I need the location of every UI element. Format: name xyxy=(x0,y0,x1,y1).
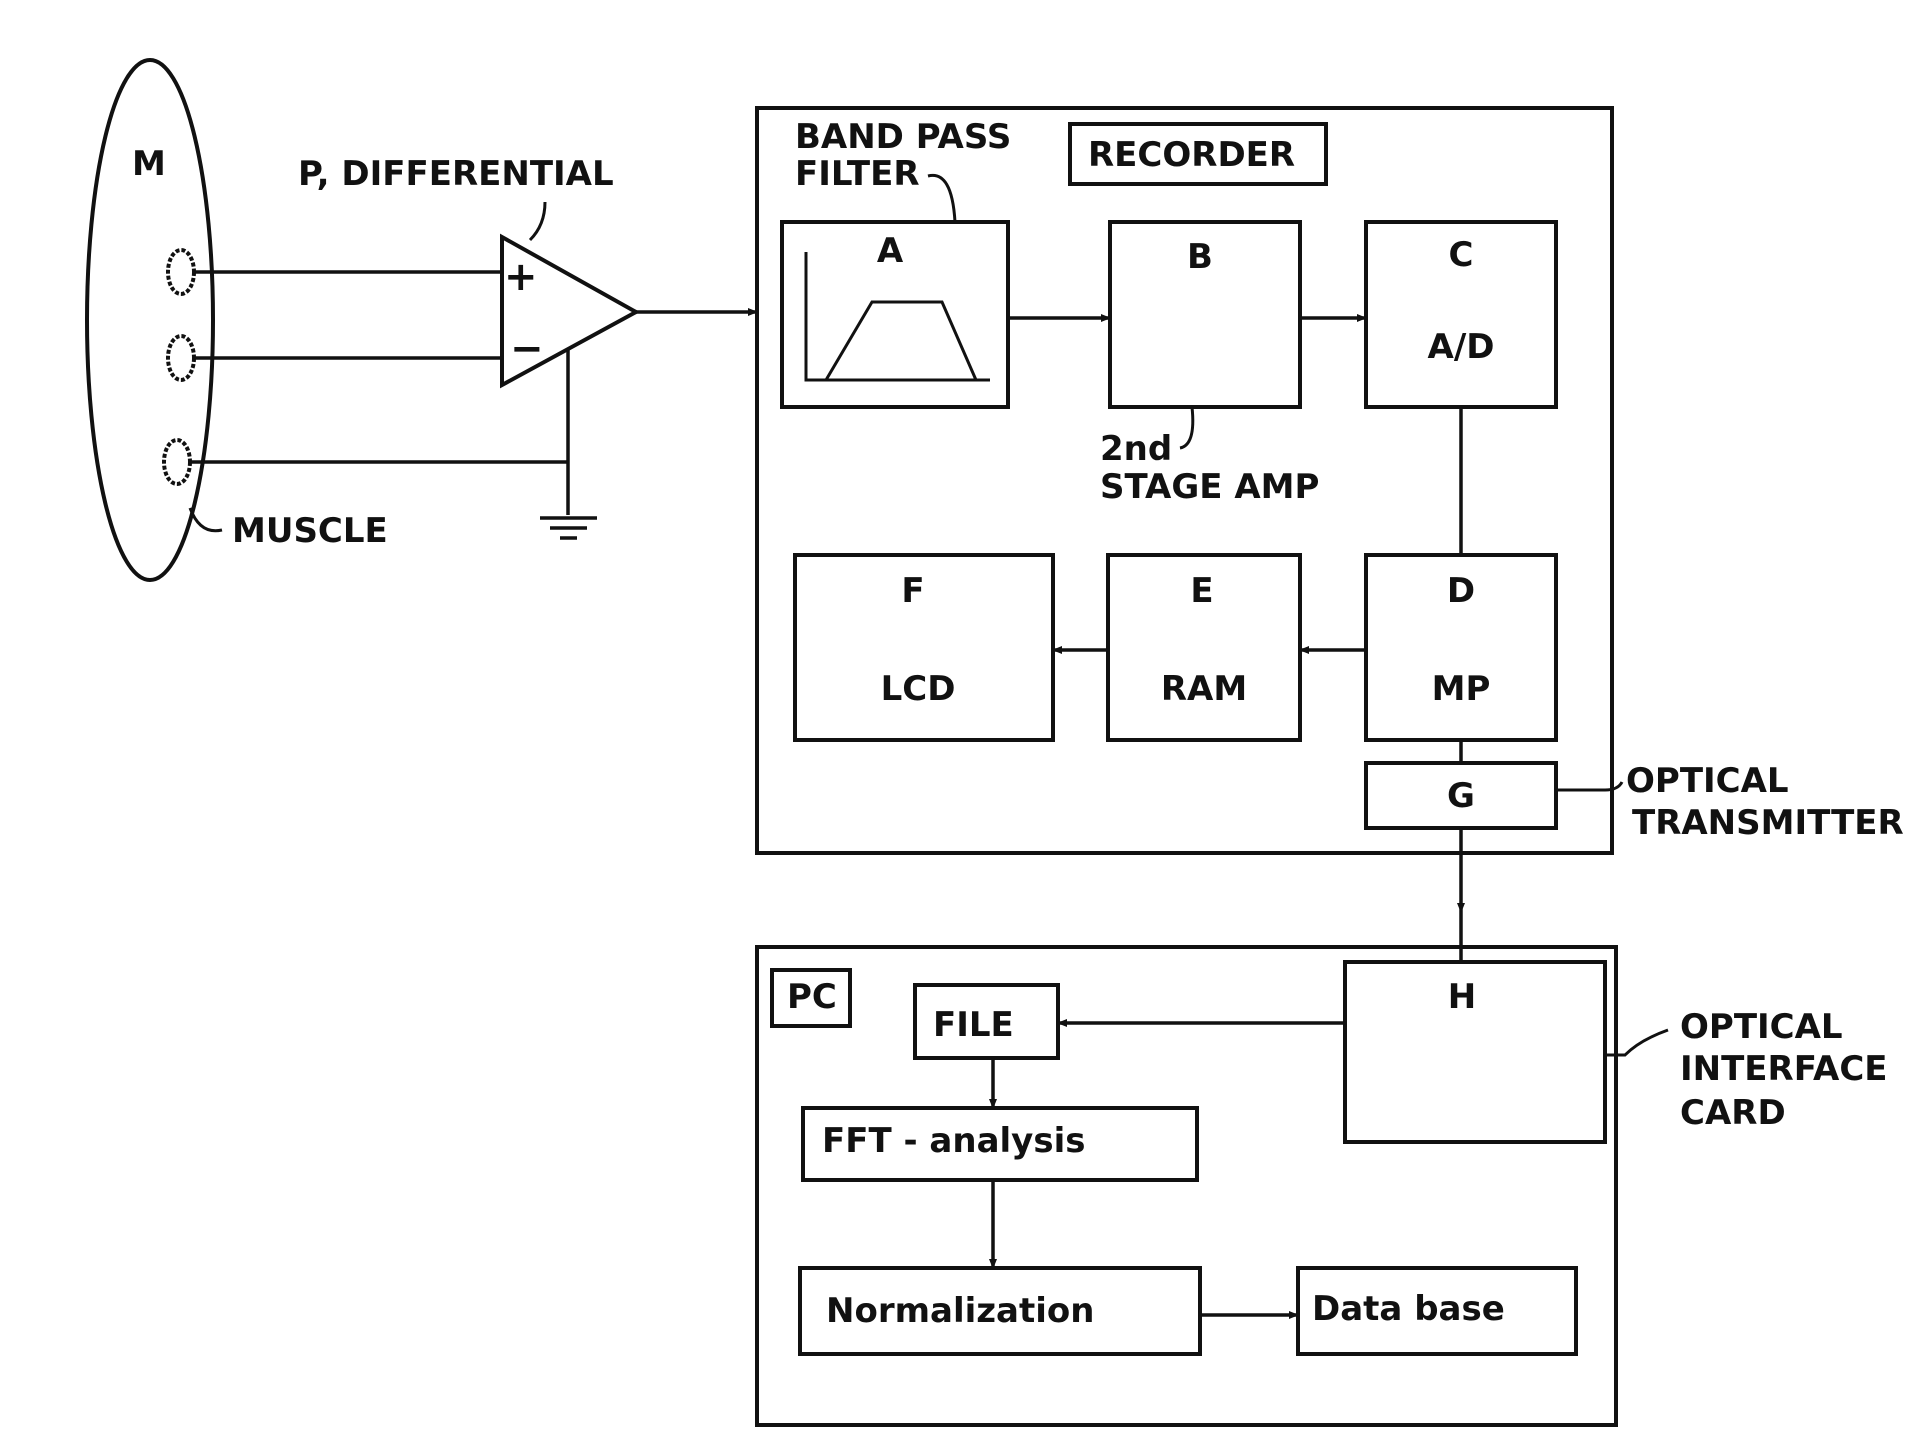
block-d-label: D xyxy=(1447,571,1475,611)
block-a-band-pass-filter: A xyxy=(782,222,1008,407)
amp-plus-sign: + xyxy=(504,254,538,300)
muscle-group: M MUSCLE xyxy=(87,60,388,580)
block-h-label: H xyxy=(1448,977,1476,1017)
block-c-sublabel: A/D xyxy=(1428,327,1495,367)
electrode-2 xyxy=(168,336,194,380)
block-e-sublabel: RAM xyxy=(1161,669,1247,709)
block-g-label: G xyxy=(1447,776,1475,816)
pc-unit: PC H FILE FFT - analysis Normalization xyxy=(757,912,1616,1425)
block-a-label: A xyxy=(877,231,904,271)
optical-if-label-2: INTERFACE xyxy=(1680,1049,1888,1089)
filter-response-icon xyxy=(806,252,990,380)
optical-tx-label-1: OPTICAL xyxy=(1626,761,1789,801)
block-f-lcd: F LCD xyxy=(795,555,1053,740)
block-h-optical-interface: H xyxy=(1345,962,1605,1142)
file-label: FILE xyxy=(933,1005,1014,1045)
stage-amp-leader xyxy=(1180,407,1193,448)
block-c-ad-converter: C A/D xyxy=(1366,222,1556,407)
block-b-label: B xyxy=(1187,237,1213,277)
electrode-1 xyxy=(168,250,194,294)
block-e-label: E xyxy=(1190,571,1213,611)
block-g-optical-transmitter: G xyxy=(1366,763,1556,828)
stage-amp-label-1: 2nd xyxy=(1100,429,1172,469)
stage-amp-label-2: STAGE AMP xyxy=(1100,467,1319,507)
band-pass-label-1: BAND PASS xyxy=(795,117,1011,157)
ground-icon xyxy=(540,518,597,538)
block-d-sublabel: MP xyxy=(1432,669,1491,709)
amp-minus-sign: − xyxy=(510,326,544,372)
optical-tx-label-2: TRANSMITTER xyxy=(1632,803,1904,843)
normalization-label: Normalization xyxy=(826,1291,1094,1331)
fft-analysis-block: FFT - analysis xyxy=(803,1108,1197,1180)
block-f-label: F xyxy=(901,571,924,611)
pc-title: PC xyxy=(787,977,837,1017)
block-b-stage-amp: B xyxy=(1110,222,1300,407)
amplifier-label: P, DIFFERENTIAL xyxy=(298,154,614,194)
database-block: Data base xyxy=(1298,1268,1576,1354)
block-e-ram: E RAM xyxy=(1108,555,1300,740)
muscle-label: MUSCLE xyxy=(232,511,388,551)
block-f-sublabel: LCD xyxy=(881,669,956,709)
optical-if-label-1: OPTICAL xyxy=(1680,1007,1843,1047)
muscle-mark-label: M xyxy=(132,144,166,184)
file-block: FILE xyxy=(915,985,1058,1058)
electrode-3 xyxy=(164,440,190,484)
band-pass-leader xyxy=(928,175,955,222)
fft-label: FFT - analysis xyxy=(822,1121,1085,1161)
optical-if-label-3: CARD xyxy=(1680,1093,1786,1133)
muscle-leader xyxy=(190,508,222,531)
normalization-block: Normalization xyxy=(800,1268,1200,1354)
band-pass-label-2: FILTER xyxy=(795,154,920,194)
block-c-label: C xyxy=(1449,235,1474,275)
block-d-microprocessor: D MP xyxy=(1366,555,1556,740)
recorder-title: RECORDER xyxy=(1088,135,1295,175)
amplifier-leader xyxy=(530,202,545,240)
database-label: Data base xyxy=(1312,1289,1505,1329)
recorder-unit: RECORDER BAND PASS FILTER A B 2nd STAGE … xyxy=(757,108,1612,853)
muscle-ellipse xyxy=(87,60,213,580)
differential-amplifier: + − P, DIFFERENTIAL xyxy=(190,154,757,538)
